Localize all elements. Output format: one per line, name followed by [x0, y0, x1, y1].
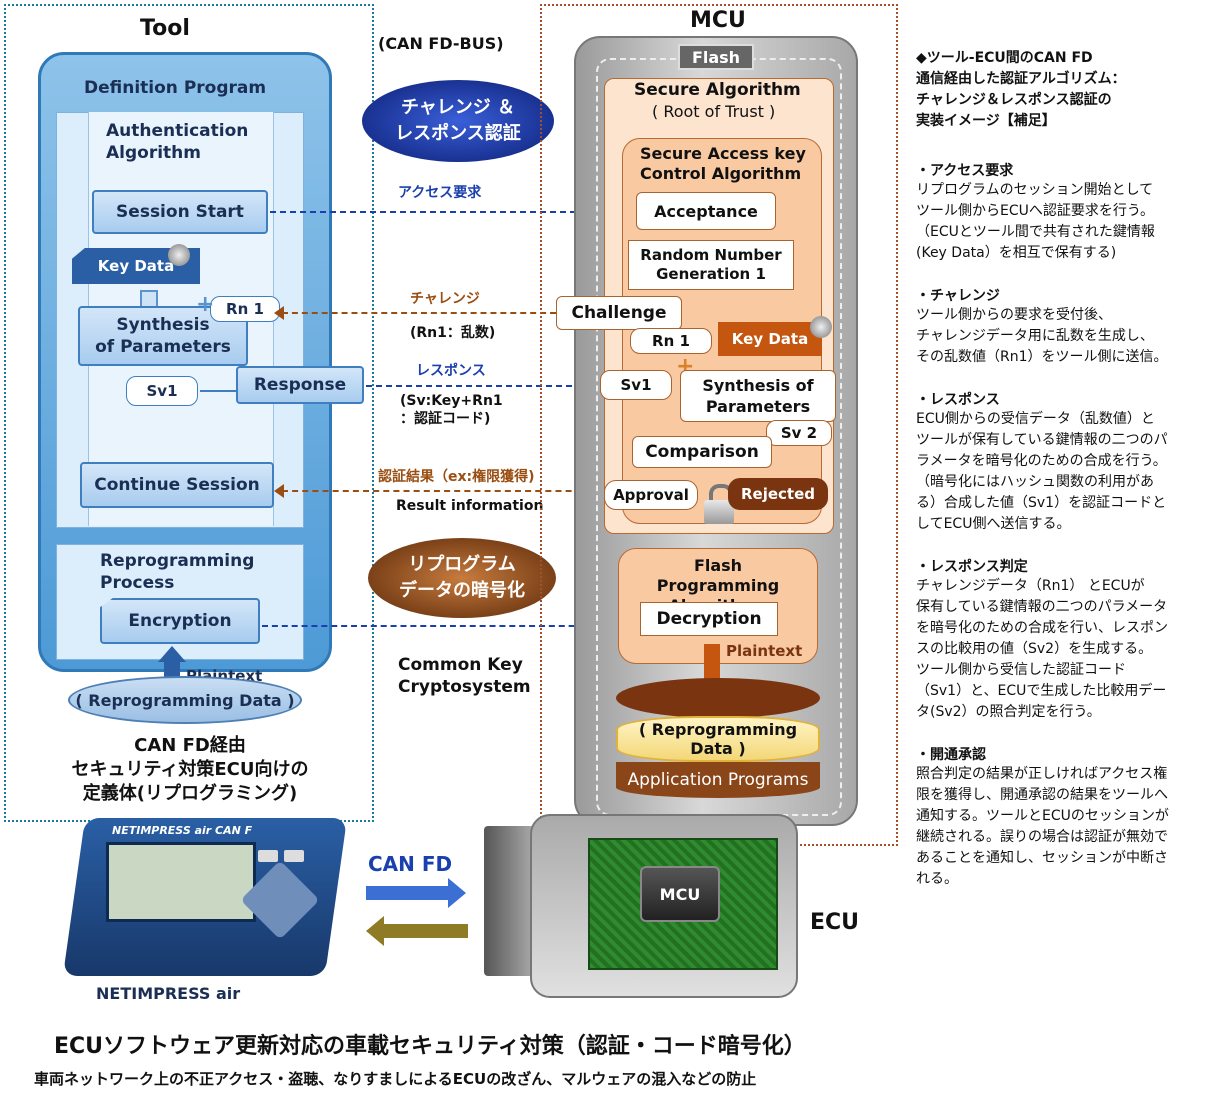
- challenge-arrow: [282, 312, 556, 314]
- rn1-random-label: (Rn1：乱数): [410, 325, 496, 341]
- reprogram-encryption-badge: リプログラム データの暗号化: [368, 538, 556, 618]
- mcu-title: MCU: [690, 8, 746, 33]
- random-number-box: Random Number Generation 1: [628, 240, 794, 290]
- access-request-arrow: [270, 211, 626, 213]
- mcu-chip: MCU: [640, 866, 720, 922]
- left-arrow-icon: [366, 916, 384, 946]
- result-information-label: Result information: [396, 498, 544, 514]
- tool-sv1-pill: Sv1: [126, 376, 198, 406]
- set-button-icon: [284, 850, 304, 862]
- acceptance-box: Acceptance: [636, 192, 776, 230]
- quit-button-icon: [258, 850, 278, 862]
- comparison-box: Comparison: [632, 436, 772, 468]
- session-start-box: Session Start: [92, 190, 268, 234]
- encryption-box: Encryption: [100, 598, 260, 644]
- encryption-arrow: [262, 625, 634, 627]
- ecu-label: ECU: [810, 910, 860, 935]
- definition-program-label: Definition Program: [84, 78, 267, 98]
- right-arrow-stem: [366, 886, 450, 900]
- response-arrow: [366, 385, 592, 387]
- device-brand: NETIMPRESS air CAN F: [112, 824, 253, 837]
- device-screen: [106, 842, 256, 922]
- left-arrow-stem: [384, 924, 468, 938]
- auth-algorithm-label: Authentication Algorithm: [106, 121, 249, 163]
- response-label: レスポンス: [416, 363, 486, 379]
- mcu-rn1-pill: Rn 1: [630, 328, 712, 354]
- secure-access-label: Secure Access key Control Algorithm: [640, 144, 806, 183]
- can-fd-label: CAN FD: [368, 852, 453, 876]
- right-arrow-icon: [448, 878, 466, 908]
- note-challenge: ・チャレンジ ツール側からの要求を受付後、 チャレンジデータ用に乱数を生成し、 …: [916, 288, 1168, 365]
- tool-response-box: Response: [236, 366, 364, 404]
- footer-subtitle: 車両ネットワーク上の不正アクセス・盗聴、なりすましによるECUの改ざん、マルウェ…: [34, 1070, 757, 1088]
- tool-data-cylinder: ( Reprogramming Data ): [68, 676, 302, 724]
- approval-box: Approval: [604, 480, 698, 510]
- device-label: NETIMPRESS air: [96, 984, 241, 1003]
- up-arrow-icon: [158, 646, 186, 662]
- notes-heading: ◆ツール-ECU間のCAN FD 通信経由した認証アルゴリズム： チャレンジ＆レ…: [916, 50, 1126, 129]
- continue-session-box: Continue Session: [80, 462, 274, 508]
- flash-label: Flash: [678, 44, 754, 70]
- secure-algorithm-label: Secure Algorithm: [634, 80, 801, 100]
- note-access: ・アクセス要求 リプログラムのセッション開始として ツール側からECUへ認証要求…: [916, 163, 1155, 261]
- ecu-connector: [484, 826, 534, 976]
- challenge-response-badge: チャレンジ ＆ レスポンス認証: [362, 80, 554, 162]
- reprogramming-process-label: Reprogramming Process: [100, 551, 255, 593]
- mcu-plaintext-label: Plaintext: [726, 642, 803, 660]
- auth-result-label: 認証結果（ex:権限獲得): [378, 469, 535, 485]
- challenge-label: チャレンジ: [410, 291, 480, 307]
- mcu-key-icon: [810, 316, 832, 338]
- plus-icon: +: [196, 292, 215, 317]
- note-approval: ・開通承認 照合判定の結果が正しければアクセス権 限を獲得し、開通承認の結果をツ…: [916, 747, 1169, 887]
- auth-result-arrow: [282, 490, 602, 492]
- can-fd-bus-label: (CAN FD-BUS): [378, 34, 504, 53]
- cylinder-top: [616, 678, 820, 718]
- tool-caption: CAN FD経由 セキュリティ対策ECU向けの 定義体(リプログラミング): [71, 735, 309, 804]
- key-icon: [168, 244, 190, 266]
- sv-formula-label: (Sv:Key+Rn1 ：認証コード): [400, 393, 503, 427]
- application-programs: Application Programs: [616, 762, 820, 798]
- auth-result-arrow-head: [274, 484, 284, 498]
- mcu-reprogramming-data: ( Reprogramming Data ): [616, 716, 820, 762]
- notes-list: ・アクセス要求 リプログラムのセッション開始として ツール側からECUへ認証要求…: [916, 160, 1220, 890]
- challenge-arrow-head: [274, 306, 284, 320]
- root-of-trust-label: ( Root of Trust ): [652, 102, 776, 121]
- sv2-pill: Sv 2: [766, 420, 832, 446]
- access-request-label: アクセス要求: [398, 185, 482, 201]
- tool-rn1-pill: Rn 1: [210, 296, 280, 322]
- decryption-box: Decryption: [640, 602, 778, 636]
- footer-title: ECUソフトウェア更新対応の車載セキュリティ対策（認証・コード暗号化）: [54, 1034, 806, 1059]
- tool-title: Tool: [140, 16, 190, 41]
- mcu-key-data: Key Data: [718, 322, 822, 356]
- mcu-synthesis-box: Synthesis of Parameters: [680, 370, 836, 422]
- tool-synthesis-box: Synthesis of Parameters: [78, 306, 248, 366]
- sv1-connector: [200, 390, 236, 392]
- rejected-box: Rejected: [728, 478, 828, 510]
- mcu-sv1-pill: Sv1: [600, 370, 672, 400]
- note-judgement: ・レスポンス判定 チャレンジデータ（Rn1） とECUが 保有している鍵情報の二…: [916, 559, 1168, 720]
- note-response: ・レスポンス ECU側からの受信データ（乱数値）と ツールが保有している鍵情報の…: [916, 392, 1168, 532]
- challenge-box: Challenge: [556, 296, 682, 330]
- common-key-label: Common Key Cryptosystem: [398, 655, 531, 697]
